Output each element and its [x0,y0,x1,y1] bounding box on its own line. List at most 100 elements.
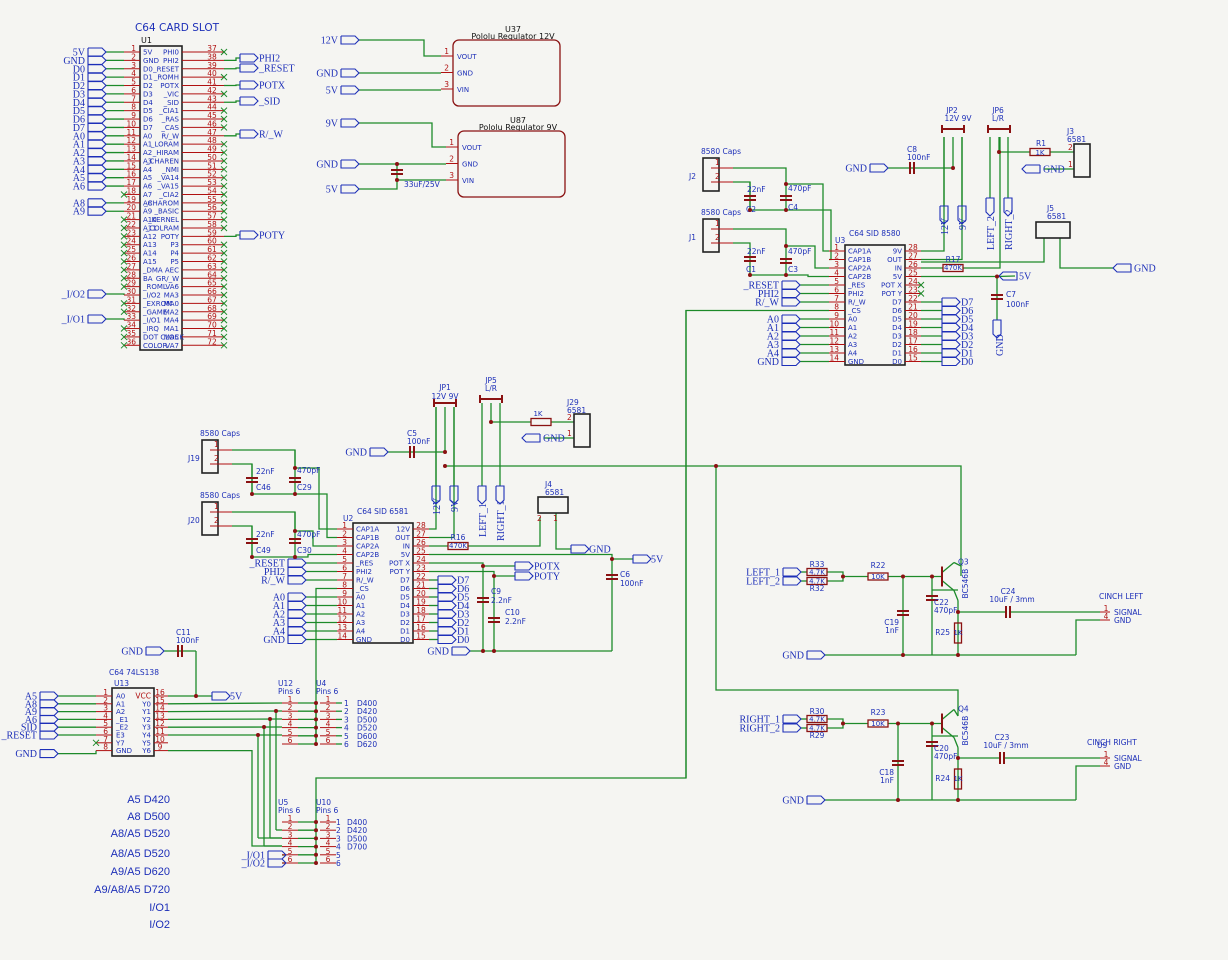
u13-pin-number: 9 [158,743,163,752]
junction-dot [443,464,447,468]
u1-pin-number: 52 [207,170,217,179]
u3-pin-name: CAP2A [848,265,871,273]
u1-pin-number: 68 [207,304,217,313]
c29-value: 470pF [297,466,320,475]
u3-pin-name: D5 [892,316,902,324]
no-connect-mark [220,182,228,190]
u13-body [111,687,155,757]
c30-ref: C30 [297,546,312,555]
net-label: D4 [457,601,469,612]
no-connect-mark [220,325,228,332]
u13-pin-number: 16 [155,688,165,697]
u2-pin-name: D1 [400,628,410,636]
u2-pin-number: 26 [416,538,426,547]
amp-left-gnd-port [806,650,826,660]
net-label: D7 [961,298,973,309]
junction-dot [256,733,260,737]
u13-pin-number: 5 [103,719,108,728]
u2-net-port [287,575,307,585]
u4-pin-label: 6 [344,740,349,749]
u1-pin-name: D7 [143,124,153,132]
u2-net-wire [429,562,515,567]
junction-dot [194,694,198,698]
u3-net-port [941,322,961,333]
j4-gnd-port [570,544,590,554]
u5-pin-number: 3 [288,830,293,839]
c8-gnd-port [869,163,889,173]
u37-ref: U37 [505,25,521,34]
u1-net-wire [224,57,240,62]
net-label: _I/O2 [61,290,85,301]
u3-pin-number: 18 [908,328,918,337]
no-connect-mark [220,266,228,274]
u37-pin-number: 1 [444,47,449,56]
u1-pin-number: 8 [131,103,136,112]
u13-pin-number: 14 [155,704,165,713]
u87-net-wire [359,122,446,148]
u3-net-port [941,356,961,367]
jp1-ref: JP1 [438,383,451,392]
u4-label: D500 [357,715,377,724]
junction-dot [293,529,297,533]
no-connect-mark [220,140,228,148]
c11-gnd-port [145,646,165,656]
u3-pin-number: 8 [834,303,839,312]
j4-pin-number: 2 [537,514,542,523]
u13-net-port [39,699,59,709]
u13-y-wire [167,702,283,705]
j1-pin-number: 1 [715,219,720,228]
u3-pin-name: CAP1B [848,256,871,264]
j5-ref: J5 [1046,204,1054,213]
junction-dot [610,557,614,561]
u3-pin-number: 25 [908,269,918,278]
junction-dot [841,721,845,726]
c4-value: 470pF [788,184,811,193]
u3-pin-number: 24 [908,277,918,286]
u1-pin-number: 27 [126,262,136,271]
u13-pin-name: E3 [116,732,125,740]
u3-pin-number: 1 [834,243,839,252]
junction-dot [492,649,496,653]
u3-pin-number: 6 [834,286,839,295]
amp-right-res-value: 4.7K [809,716,825,724]
u1-pin-number: 36 [126,337,136,346]
u2-cap-wire [232,525,337,558]
u13-pin-number: 8 [103,743,108,752]
no-connect-mark [120,233,128,240]
net-label: A5 [73,173,85,184]
no-connect-mark [220,73,228,81]
c11-value: 100nF [176,636,199,645]
u1-net-port [239,129,259,139]
u1-pin-number: 47 [207,128,217,137]
amp-right-cap-value: 10uF / 3mm [983,741,1028,750]
net-label: POTY [534,572,560,583]
u1-pin-name: _I/O1 [142,317,161,325]
amp-left-cap-value: 1nF [885,626,899,635]
net-label: A4 [767,349,779,360]
j3-ref: J3 [1066,127,1074,136]
u1-pin-number: 20 [126,203,136,212]
u3-pin-number: 5 [834,277,839,286]
u87-net-port [340,184,360,194]
u1-pin-name: A0 [143,132,152,140]
junction-dot [314,844,318,849]
note-line: A8/A5 D520 [110,828,170,840]
amp-left-res-ref: R32 [810,584,825,593]
net-label: 5V [230,692,243,703]
u3-cap-wire [733,228,829,269]
no-connect-mark [220,174,228,182]
junction-dot [995,274,999,279]
u1-net-wire [224,234,240,238]
u2-pin-number: 10 [337,598,347,607]
u2-pin-number: 1 [342,521,347,530]
c8-ref: C8 [907,145,917,154]
u1-pin-number: 15 [126,161,136,170]
u1-pin-name: GR/_W [156,275,179,283]
u2-pin-name: IN [403,543,410,551]
j3-value: 6581 [1067,135,1086,144]
j1-title: 8580 Caps [701,208,741,217]
u1-net-port [87,156,107,166]
u1-pin-number: 28 [126,270,136,279]
u3-net-port [781,288,801,299]
net-label: D5 [457,593,469,604]
